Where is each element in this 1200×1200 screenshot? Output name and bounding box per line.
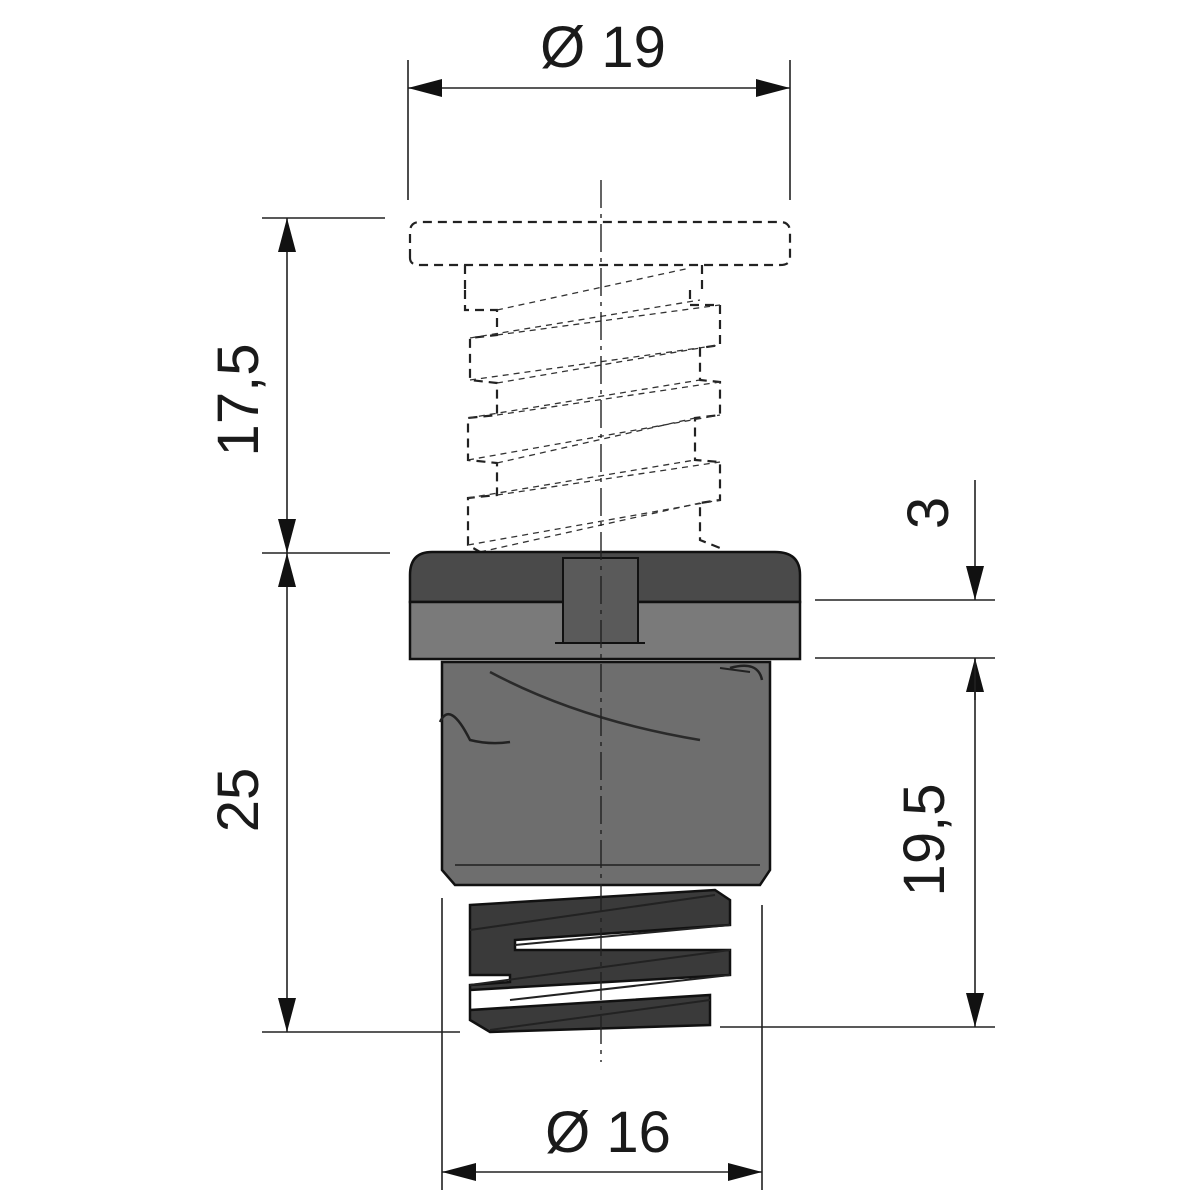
flange-cap <box>408 550 802 661</box>
top-diameter-label: Ø 19 <box>540 15 666 80</box>
total-height-label: 25 <box>206 768 271 833</box>
dimension-total-height: 25 <box>206 553 460 1033</box>
body-cylinder <box>438 660 772 887</box>
body-height-label: 19,5 <box>892 784 957 897</box>
dimension-upper-height: 17,5 <box>206 217 390 554</box>
lower-thread <box>468 888 732 1034</box>
bottom-diameter-label: Ø 16 <box>545 1100 671 1165</box>
dimension-top-diameter: Ø 19 <box>407 15 791 200</box>
dashed-upper-part <box>408 220 792 553</box>
flange-thickness-label: 3 <box>896 497 961 529</box>
upper-height-label: 17,5 <box>206 344 271 457</box>
dimension-flange-thickness: 3 <box>815 480 995 700</box>
dimension-bottom-diameter: Ø 16 <box>441 898 763 1190</box>
dimension-body-height: 19,5 <box>720 658 995 1028</box>
